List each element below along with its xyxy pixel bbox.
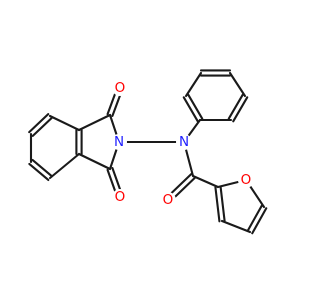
bond-B1-B2-b: [31, 116, 53, 137]
bond-P1-P2-b: [182, 96, 199, 123]
bond-P2-P3: [184, 71, 203, 98]
bond-F4-F5-a: [251, 207, 268, 235]
bond-B4-C3: [48, 152, 81, 180]
atom-background: [112, 80, 128, 96]
bond-F2-F3-b: [219, 185, 226, 222]
atom-label-o-amide: O: [163, 192, 174, 208]
structure-svg: O N N O O O: [28, 69, 268, 235]
atom-label-o1: O: [115, 80, 126, 96]
bond-C4-B1: [48, 114, 81, 132]
atom-background: [160, 192, 176, 208]
bond-B1-B2-a: [28, 113, 50, 134]
molecule-diagram: O N N O O O: [28, 69, 268, 235]
bond-C_am-F2: [191, 174, 220, 189]
atom-label-o-furan: O: [241, 172, 252, 188]
atom-background: [112, 189, 128, 205]
bond-F4-F5-b: [246, 204, 263, 232]
atom-label-n-imide: N: [114, 134, 124, 150]
atom-background: [111, 134, 127, 150]
atom-background: [176, 134, 192, 150]
bond-P5-P6-b: [232, 96, 249, 123]
atom-label-o2: O: [115, 189, 126, 205]
atom-label-layer: O N N O O O: [111, 80, 254, 208]
bond-C2-C3: [77, 152, 112, 171]
bond-layer: [28, 69, 268, 235]
atom-background: [238, 172, 254, 188]
bond-P1-P2-a: [187, 93, 204, 120]
bond-F2-F3-a: [214, 186, 221, 223]
bond-F3-F4: [220, 219, 252, 234]
bond-B3-B4-b: [31, 158, 53, 178]
bond-C1-C4: [77, 113, 112, 132]
atom-label-n-amide: N: [179, 134, 189, 150]
bond-P4-P5: [228, 71, 247, 98]
bond-B3-B4-a: [28, 162, 50, 182]
bond-P5-P6-a: [227, 93, 244, 120]
